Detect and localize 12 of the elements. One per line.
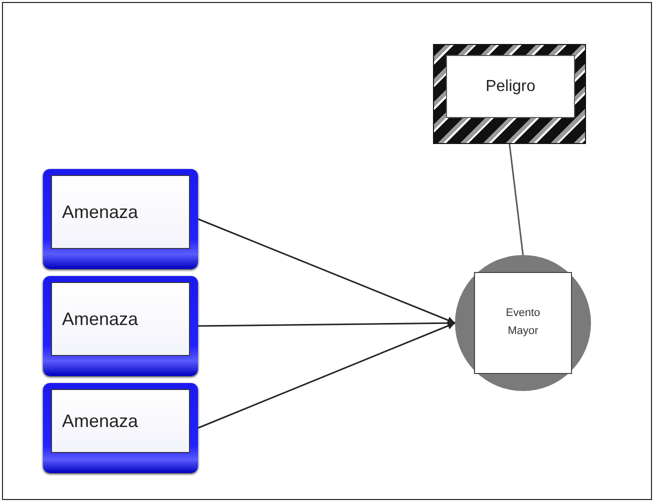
- threat-box: [43, 276, 198, 376]
- connector-line: [508, 144, 524, 256]
- threat-box: [43, 383, 198, 473]
- connector-line: [198, 218, 456, 324]
- node-label: Peligro: [486, 78, 536, 96]
- threat-box: [43, 169, 198, 269]
- connector-line: [198, 322, 456, 429]
- node-label: Amenaza: [62, 410, 138, 432]
- node-label: Amenaza: [62, 202, 138, 222]
- node-label: Amenaza: [62, 308, 138, 330]
- node-label: Evento Mayor: [504, 306, 542, 339]
- hazard-box: [433, 44, 586, 144]
